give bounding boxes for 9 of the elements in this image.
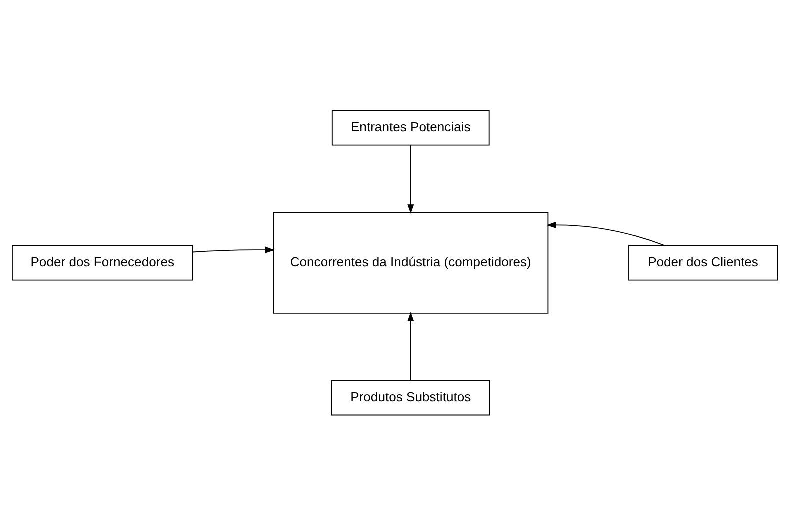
arrow (192, 246, 275, 253)
node-box: Poder dos Fornecedores (12, 244, 194, 280)
node-box: Concorrentes da Indústria (competidores) (273, 212, 549, 314)
node-box: Produtos Substitutos (331, 380, 490, 416)
arrow (408, 312, 414, 381)
node-box: Poder dos Clientes (628, 244, 778, 280)
arrow (408, 144, 414, 214)
node-box: Entrantes Potenciais (332, 110, 490, 146)
arrow (546, 221, 666, 246)
